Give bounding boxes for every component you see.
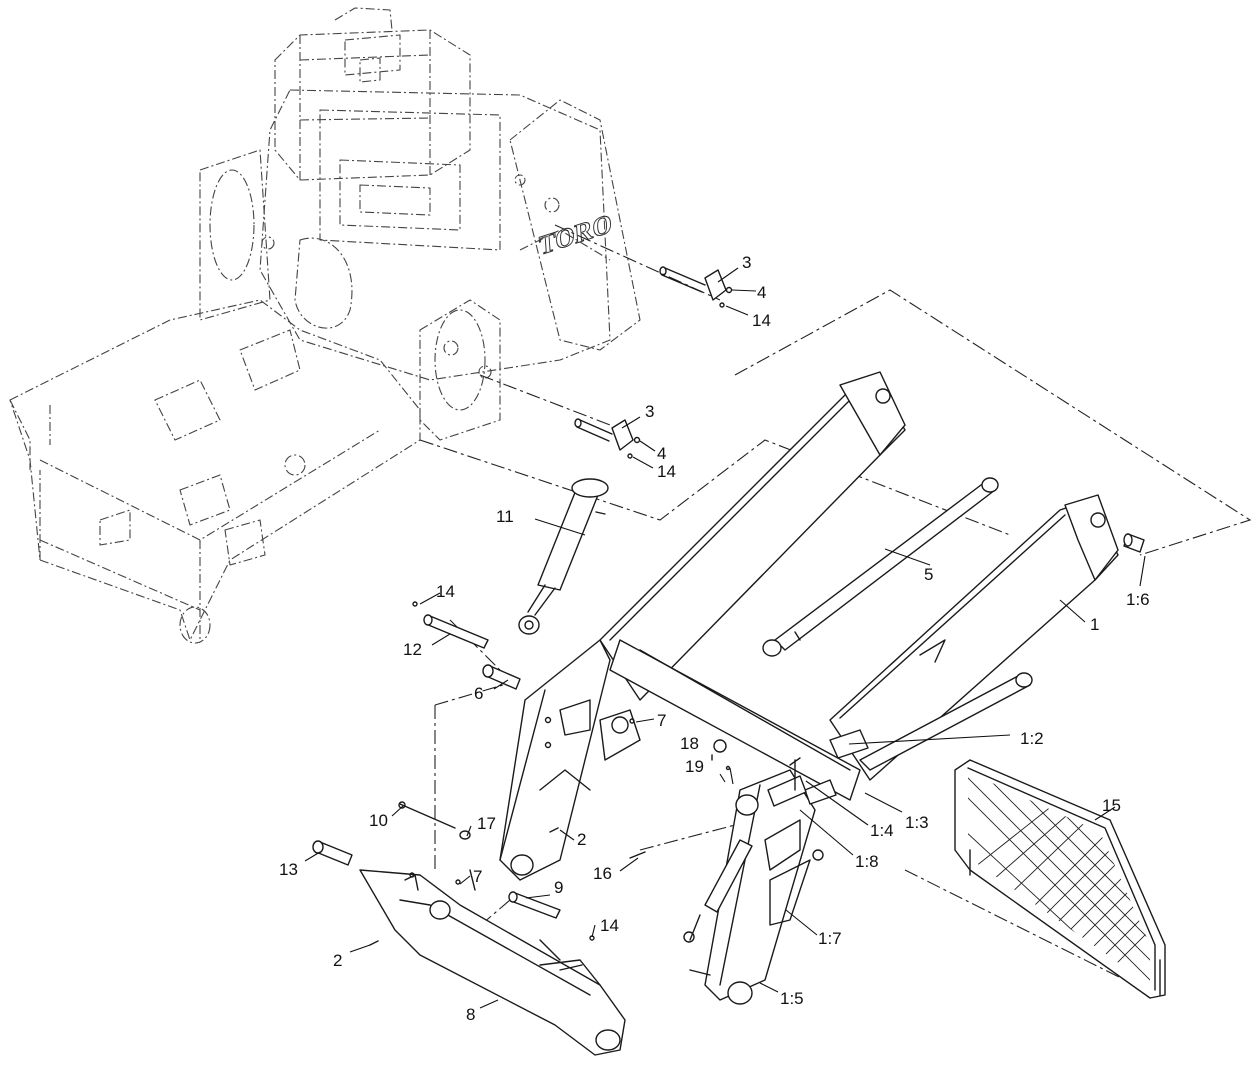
callout-14-lower: 14	[657, 462, 676, 481]
callout-2-upper: 2	[577, 830, 586, 849]
callout-10: 10	[369, 811, 388, 830]
callout-2-lower: 2	[333, 951, 342, 970]
bushing-6	[482, 664, 521, 690]
callout-1-7: 1:7	[818, 929, 842, 948]
small-hardware	[369, 718, 731, 946]
callout-4-upper: 4	[757, 283, 766, 302]
callout-3-lower: 3	[645, 402, 654, 421]
callout-1-3: 1:3	[905, 813, 929, 832]
callout-9: 9	[554, 878, 563, 897]
callout-leaders	[304, 267, 1146, 1009]
callout-12: 12	[403, 640, 422, 659]
callout-14-pin: 14	[436, 582, 455, 601]
callout-17: 17	[477, 814, 496, 833]
callout-5: 5	[924, 565, 933, 584]
loader-arm-assembly	[499, 371, 1145, 1005]
tilt-cylinder-5	[762, 477, 999, 657]
toro-logo: TORO	[538, 207, 612, 261]
callout-7-upper: 7	[657, 711, 666, 730]
callout-3-upper: 3	[742, 253, 751, 272]
callout-19: 19	[685, 757, 704, 776]
callout-1-5: 1:5	[780, 989, 804, 1008]
callout-1-6: 1:6	[1126, 590, 1150, 609]
callout-1-4: 1:4	[870, 821, 894, 840]
traction-unit-frame-ghost: TORO	[9, 7, 641, 644]
callout-7-lower: 7	[473, 867, 482, 886]
lower-pivot-pin	[574, 418, 641, 459]
callout-13: 13	[279, 860, 298, 879]
callout-14-lower-pin: 14	[600, 916, 619, 935]
callout-8: 8	[466, 1005, 475, 1024]
callout-1: 1	[1090, 615, 1099, 634]
upper-pivot-pin	[659, 266, 733, 308]
pin-12	[412, 601, 489, 649]
callout-4-lower: 4	[657, 444, 666, 463]
tilt-cylinder-rear	[859, 672, 1033, 771]
callout-11: 11	[496, 507, 514, 526]
callout-1-8: 1:8	[855, 852, 879, 871]
lift-cylinder	[518, 478, 609, 635]
bushing-13	[312, 840, 353, 866]
callout-14-upper: 14	[752, 311, 771, 330]
callout-16: 16	[593, 864, 612, 883]
callout-15: 15	[1102, 796, 1121, 815]
callout-6: 6	[474, 684, 483, 703]
grille-guard-15	[954, 759, 1166, 999]
callout-1-2: 1:2	[1020, 729, 1044, 748]
callout-18: 18	[680, 734, 699, 753]
mount-plate-8	[359, 869, 626, 1056]
callout-labels: 3 4 14 3 4 14 11 5 1 1:6 14 12 6 7 1:2 1…	[279, 253, 1150, 1024]
pin-9	[508, 891, 561, 919]
